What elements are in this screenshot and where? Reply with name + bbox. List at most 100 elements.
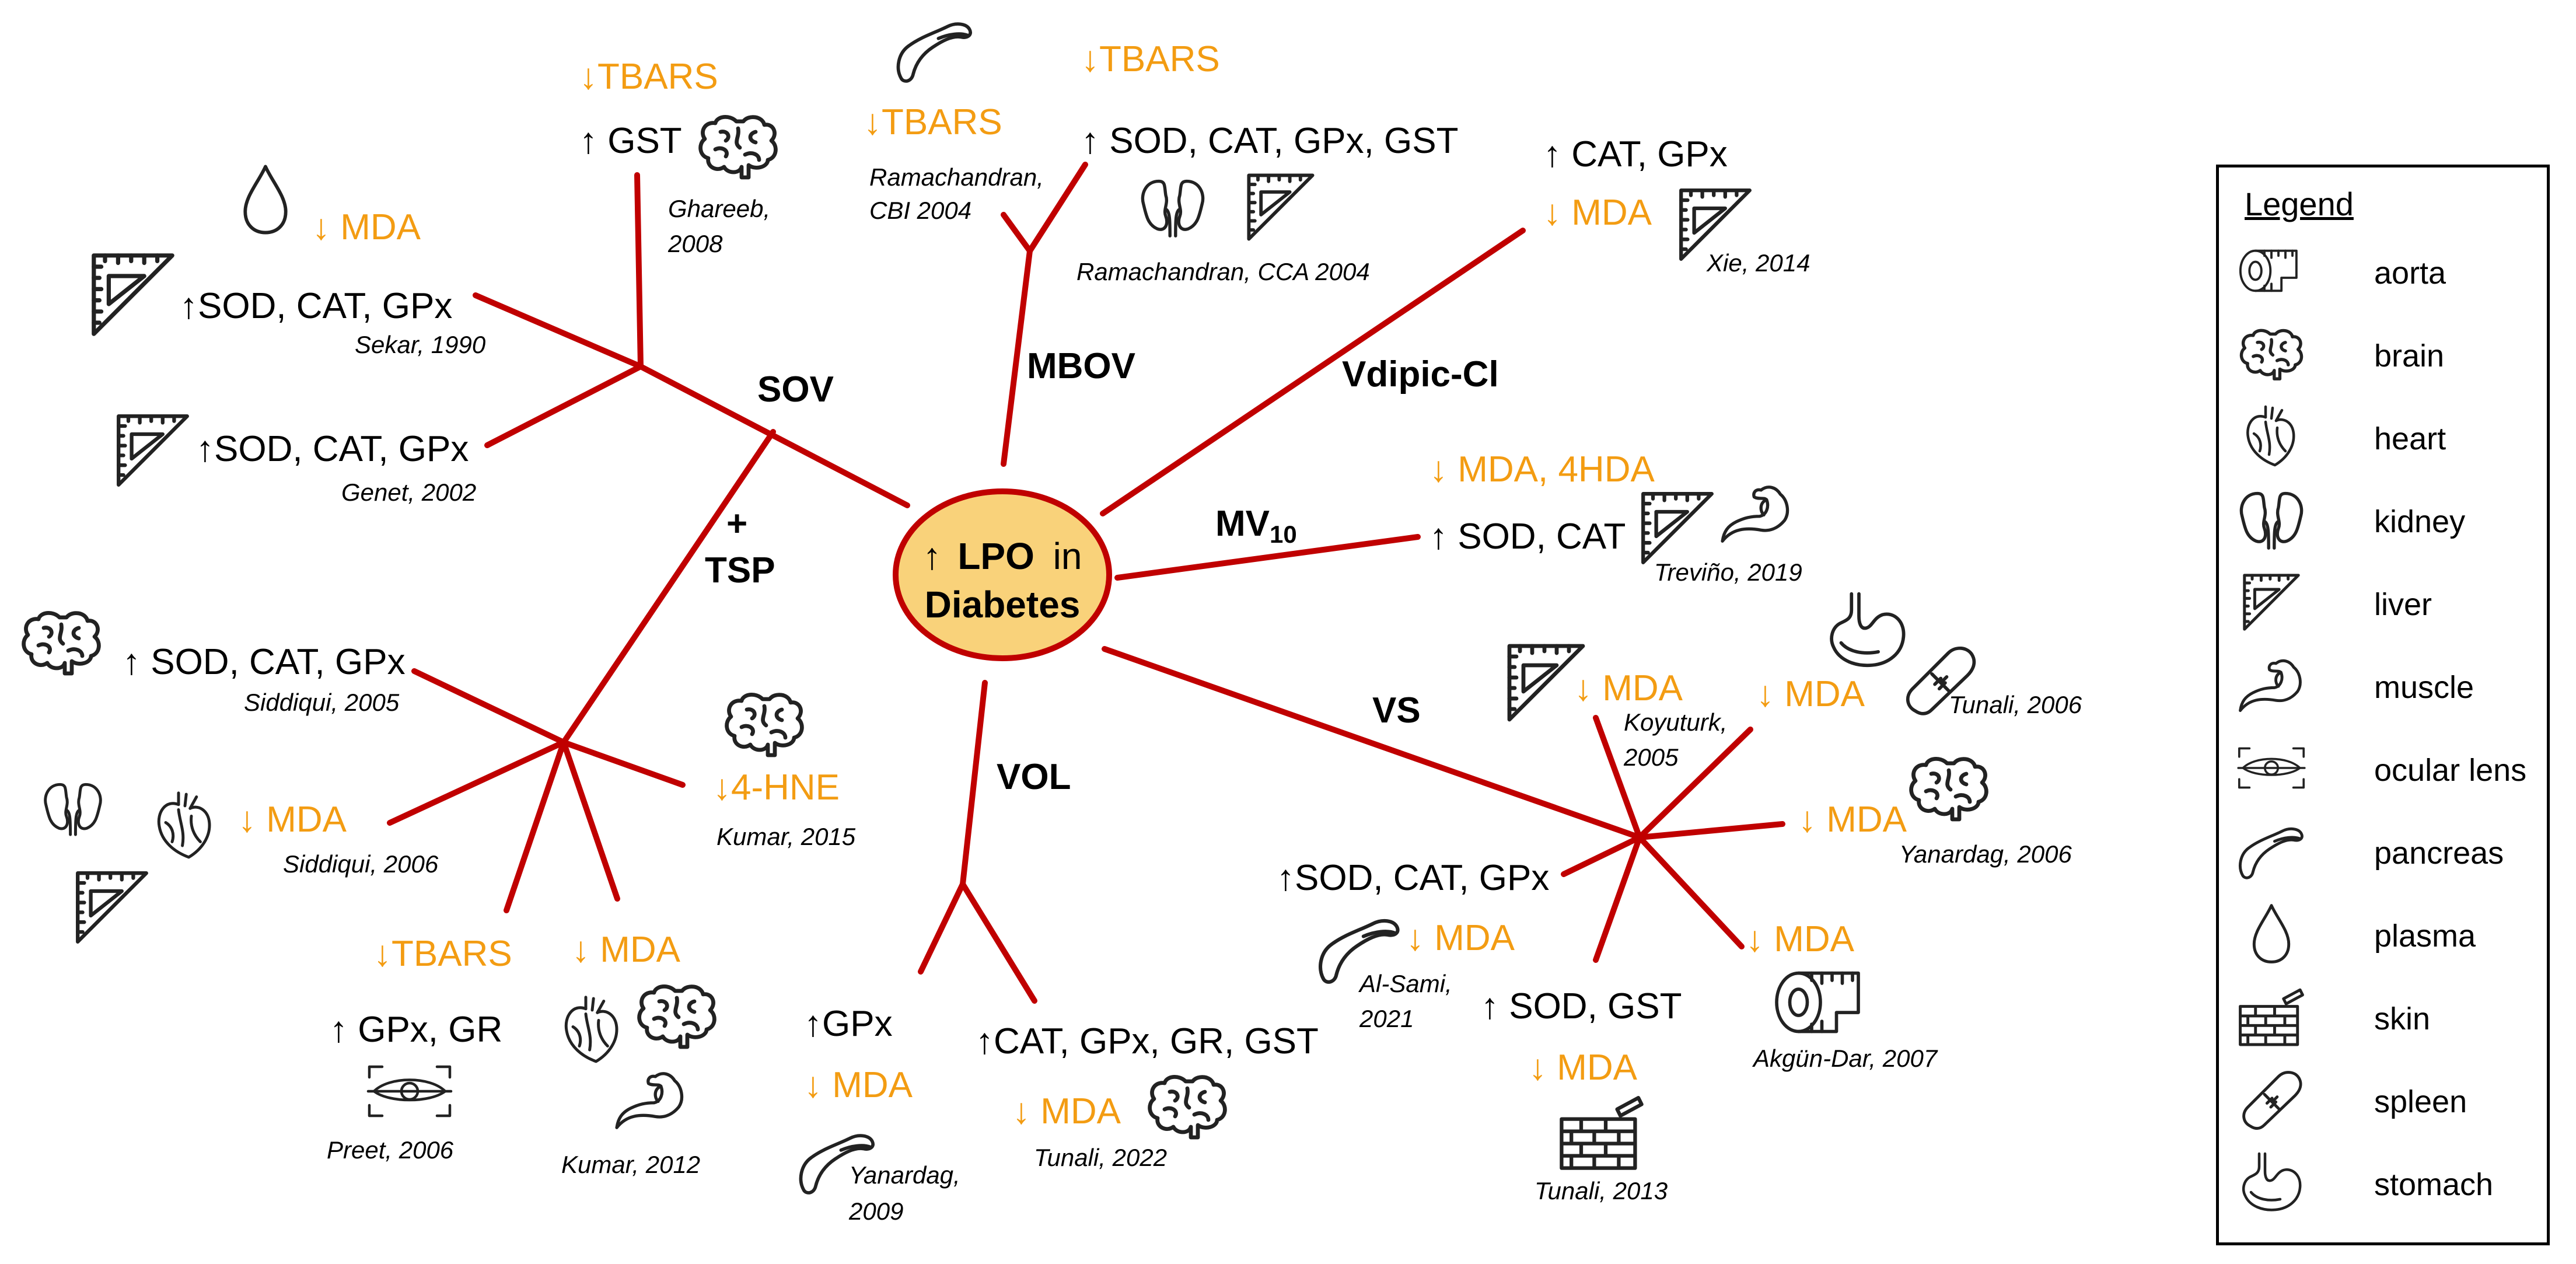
trevino-sod-cat: ↑ SOD, CAT xyxy=(1429,516,1626,557)
kumar12-citation: Kumar, 2012 xyxy=(561,1151,700,1178)
heart-icon xyxy=(159,793,209,857)
line-sov-genet xyxy=(484,364,644,448)
brain-icon xyxy=(639,986,715,1047)
siddiqui05-sod-cat-gpx: ↑ SOD, CAT, GPx xyxy=(123,642,406,682)
stomach-icon xyxy=(2236,1150,2306,1214)
ghareeb-tbars: ↓TBARS xyxy=(579,57,718,97)
heart-icon xyxy=(2236,404,2306,469)
skin-icon xyxy=(1561,1098,1641,1168)
kidney-icon xyxy=(46,784,101,834)
siddiqui05-citation: Siddiqui, 2005 xyxy=(244,689,400,716)
branch-label-tsp: TSP xyxy=(705,550,775,591)
liver-icon xyxy=(94,256,172,334)
line-tsp-siddiqui06 xyxy=(387,739,567,826)
legend-label: aorta xyxy=(2374,256,2446,291)
kidney-icon xyxy=(2236,487,2306,551)
line-tsp-kumar12 xyxy=(561,739,620,902)
line-vs-tunali13 xyxy=(1593,834,1642,963)
ghareeb-citation: Ghareeb, xyxy=(668,195,770,222)
branch-label-mv10: MV10 xyxy=(1215,504,1297,548)
kidney-icon xyxy=(1142,181,1203,236)
stomach-icon xyxy=(1831,594,1903,666)
alsami-citation-year: 2021 xyxy=(1359,1005,1414,1032)
legend-entry-plasma: plasma xyxy=(2236,896,2540,972)
line-tsp-siddiqui05 xyxy=(411,668,567,745)
legend-label: heart xyxy=(2374,421,2446,456)
ghareeb-citation-year: 2008 xyxy=(667,230,723,257)
legend-label: ocular lens xyxy=(2374,753,2527,788)
tunali06-citation: Tunali, 2006 xyxy=(1949,691,2082,718)
legend-label: plasma xyxy=(2374,919,2476,954)
preet-gpx-gr: ↑ GPx, GR xyxy=(330,1010,502,1050)
branch-labels: SOV MBOV Vdipic-Cl MV10 + TSP VS VOL xyxy=(705,346,1499,797)
line-mbov-right xyxy=(1027,162,1088,254)
brain-icon xyxy=(1911,759,1987,819)
line-mbov-main xyxy=(1001,248,1033,467)
alsami-mda: ↓ MDA xyxy=(1406,918,1515,958)
legend-entry-brain: brain xyxy=(2236,316,2540,392)
kumar15-citation: Kumar, 2015 xyxy=(716,823,856,850)
mv10-base: MV xyxy=(1215,504,1270,544)
yanardag09-gpx: ↑GPx xyxy=(804,1004,893,1044)
preet-citation: Preet, 2006 xyxy=(327,1136,454,1164)
legend-label: spleen xyxy=(2374,1084,2467,1119)
legend-label: brain xyxy=(2374,338,2445,373)
genet-citation: Genet, 2002 xyxy=(341,479,476,506)
legend-entry-skin: skin xyxy=(2236,979,2540,1055)
ramachandran-cbi-citation: Ramachandran, xyxy=(869,163,1044,191)
line-vs-tunali06 xyxy=(1637,727,1753,840)
line-mv10 xyxy=(1114,534,1421,581)
koyuturk-citation: Koyuturk, xyxy=(1624,708,1727,736)
liver-icon xyxy=(1249,175,1312,239)
preet-tbars: ↓TBARS xyxy=(373,934,512,974)
alsami-citation: Al-Sami, xyxy=(1358,970,1452,997)
line-vs-koyuturk xyxy=(1593,715,1642,840)
center-lpo: LPO xyxy=(957,535,1034,577)
plasma-icon xyxy=(2236,902,2306,966)
xie-citation: Xie, 2014 xyxy=(1706,249,1810,277)
legend-label: skin xyxy=(2374,1001,2431,1036)
line-vs-main xyxy=(1102,646,1642,840)
tunali13-sod-gst: ↑ SOD, GST xyxy=(1481,986,1682,1026)
legend-title: Legend xyxy=(2245,186,2354,222)
ramachandran-cbi-citation-2: CBI 2004 xyxy=(869,197,971,224)
branch-label-vdipic: Vdipic-Cl xyxy=(1342,354,1499,394)
center-in: in xyxy=(1053,535,1082,577)
line-sov-main xyxy=(638,364,910,508)
line-tsp-preet xyxy=(504,739,567,913)
kumar15-4hne: ↓4-HNE xyxy=(713,767,840,808)
liver-icon xyxy=(2236,570,2306,634)
ocular-lens-icon xyxy=(368,1067,451,1116)
brain-icon xyxy=(701,117,776,177)
liver-icon xyxy=(78,873,146,942)
branch-label-tsp-plus: + xyxy=(726,504,747,544)
mbov-sod-cat-gpx-gst: ↑ SOD, CAT, GPx, GST xyxy=(1081,121,1459,161)
branch-label-sov: SOV xyxy=(757,369,834,410)
liver-icon xyxy=(1509,646,1583,720)
line-vs-yanardag06 xyxy=(1637,821,1785,840)
line-tsp-kumar15 xyxy=(561,739,686,788)
sekar-sod-cat-gpx: ↑SOD, CAT, GPx xyxy=(180,286,452,326)
yanardag06-mda: ↓ MDA xyxy=(1798,799,1907,840)
branch-label-vol: VOL xyxy=(997,757,1071,797)
brain-icon xyxy=(727,694,802,755)
ocular-lens-icon xyxy=(2237,747,2306,789)
genet-sod-cat-gpx: ↑SOD, CAT, GPx xyxy=(196,429,469,469)
legend: Legend aorta brain heart kidney liver mu… xyxy=(2216,165,2550,1245)
center-arrow: ↑ xyxy=(923,535,942,577)
xie-mda: ↓ MDA xyxy=(1543,193,1652,233)
kumar12-mda: ↓ MDA xyxy=(572,930,681,970)
pancreas-icon xyxy=(2236,819,2306,883)
liver-icon xyxy=(118,416,187,485)
line-vdipic xyxy=(1100,228,1526,516)
muscle-icon xyxy=(1722,487,1787,541)
brain-icon xyxy=(1150,1077,1225,1137)
tunali22-cat-gpx-gr-gst: ↑CAT, GPx, GR, GST xyxy=(976,1021,1319,1062)
aorta-icon xyxy=(2239,249,2298,292)
akgun-mda: ↓ MDA xyxy=(1746,919,1855,959)
legend-entry-pancreas: pancreas xyxy=(2236,813,2540,889)
tunali22-mda: ↓ MDA xyxy=(1012,1091,1121,1132)
xie-cat-gpx: ↑ CAT, GPx xyxy=(1543,134,1728,174)
